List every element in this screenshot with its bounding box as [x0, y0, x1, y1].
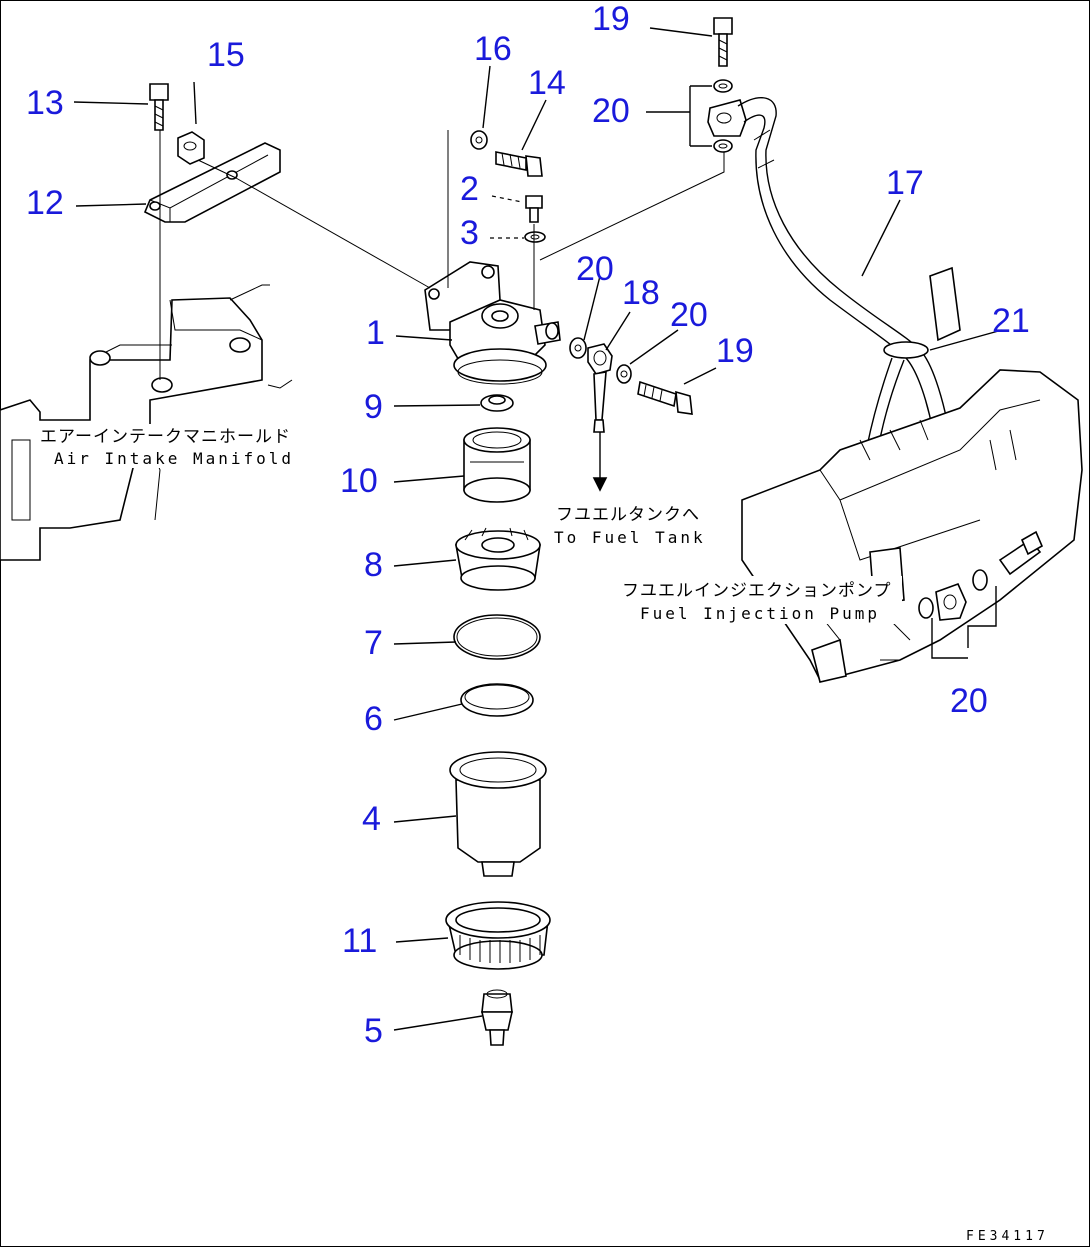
- callout-20-top[interactable]: 20: [592, 92, 630, 130]
- callout-14[interactable]: 14: [528, 64, 566, 102]
- air-intake-label-jp: エアーインテークマニホールド: [40, 427, 291, 447]
- washer-20-upper[interactable]: [713, 79, 733, 93]
- washer-20-upper-b[interactable]: [713, 139, 733, 153]
- bracket-12[interactable]: [143, 142, 281, 223]
- drain-plug-5[interactable]: [481, 989, 513, 1046]
- callout-19-top[interactable]: 19: [592, 0, 630, 38]
- washer-20-a[interactable]: [569, 337, 587, 359]
- element-10[interactable]: [463, 427, 531, 503]
- notes: エアーインテークマニホールド Air Intake Manifold フユエルタ…: [36, 424, 1049, 1244]
- o-ring-3[interactable]: [524, 231, 546, 243]
- callout-8[interactable]: 8: [364, 546, 383, 584]
- callout-17[interactable]: 17: [886, 164, 924, 202]
- leader-lines: [73, 27, 1003, 1031]
- callout-4[interactable]: 4: [362, 800, 381, 838]
- fuel-pipe-17[interactable]: [737, 97, 955, 571]
- bolt-14[interactable]: [495, 151, 543, 177]
- nut-15[interactable]: [177, 131, 205, 165]
- seal-9[interactable]: [480, 394, 514, 412]
- callout-3[interactable]: 3: [460, 214, 479, 252]
- bolt-2[interactable]: [525, 195, 543, 223]
- callout-9[interactable]: 9: [364, 388, 383, 426]
- washer-16[interactable]: [470, 130, 488, 150]
- o-ring-7[interactable]: [453, 614, 541, 660]
- callout-20-mid-a[interactable]: 20: [576, 250, 614, 288]
- callout-2[interactable]: 2: [460, 170, 479, 208]
- callout-19-mid[interactable]: 19: [716, 332, 754, 370]
- callout-15[interactable]: 15: [207, 36, 245, 74]
- fuel-tank-label-jp: フユエルタンクへ: [556, 505, 700, 525]
- drawing-code: FE34117: [966, 1229, 1049, 1244]
- callout-18[interactable]: 18: [622, 274, 660, 312]
- cup-8[interactable]: [455, 527, 541, 591]
- washer-20-b[interactable]: [616, 364, 632, 384]
- filter-head-1[interactable]: [424, 261, 561, 385]
- callouts: 19 15 16 13 14 20 12 2 17 3 20 18 1 20 2…: [26, 0, 1030, 1050]
- callout-12[interactable]: 12: [26, 184, 64, 222]
- bolt-19-lower[interactable]: [637, 380, 693, 415]
- eye-fitting-20[interactable]: [707, 99, 747, 137]
- banjo-18[interactable]: [587, 343, 613, 433]
- ring-6[interactable]: [460, 683, 534, 717]
- callout-1[interactable]: 1: [366, 314, 385, 352]
- callout-6[interactable]: 6: [364, 700, 383, 738]
- air-intake-label-en: Air Intake Manifold: [54, 449, 294, 468]
- injection-pump-label-en: Fuel Injection Pump: [640, 604, 880, 623]
- bolt-19-upper[interactable]: [713, 17, 733, 67]
- callout-20-mid-b[interactable]: 20: [670, 296, 708, 334]
- callout-10[interactable]: 10: [340, 462, 378, 500]
- callout-11[interactable]: 11: [342, 922, 377, 960]
- fuel-tank-label-en: To Fuel Tank: [554, 528, 706, 547]
- bolt-13[interactable]: [149, 83, 169, 131]
- callout-5[interactable]: 5: [364, 1012, 383, 1050]
- injection-pump-label-jp: フユエルインジエクションポンプ: [622, 581, 892, 601]
- ring-nut-11[interactable]: [445, 901, 551, 970]
- bowl-4[interactable]: [449, 751, 547, 877]
- fittings-20-lower[interactable]: [918, 569, 988, 621]
- air-intake-manifold[interactable]: [0, 284, 293, 561]
- callout-16[interactable]: 16: [474, 30, 512, 68]
- fuel-injection-pump[interactable]: [741, 369, 1083, 683]
- callout-13[interactable]: 13: [26, 84, 64, 122]
- fuel-tank-arrow: [592, 432, 608, 492]
- callout-20-bottom[interactable]: 20: [950, 682, 988, 720]
- callout-21[interactable]: 21: [992, 302, 1030, 340]
- callout-7[interactable]: 7: [364, 624, 383, 662]
